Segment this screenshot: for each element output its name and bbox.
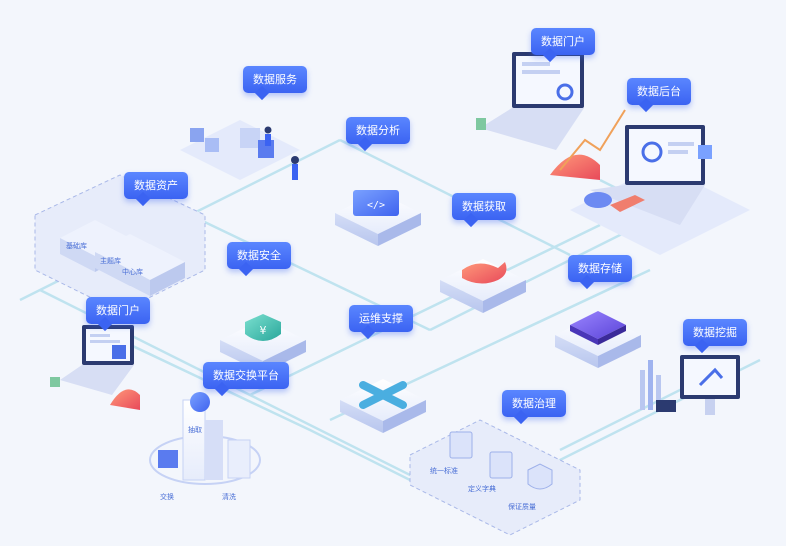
bar-icon bbox=[640, 370, 645, 410]
hand-icon bbox=[462, 262, 507, 284]
governance-unified-standard: 统一标准 bbox=[430, 467, 458, 475]
dictionary-icon bbox=[489, 451, 513, 479]
data-exchange-illustration bbox=[149, 392, 261, 485]
asset-box-3 bbox=[115, 244, 185, 296]
platform-data-storage bbox=[555, 311, 641, 368]
label-data-analysis: 数据分析 bbox=[346, 117, 410, 144]
svg-text:</>: </> bbox=[367, 200, 385, 211]
cube-icon bbox=[698, 145, 712, 159]
label-data-portal-left: 数据门户 bbox=[86, 297, 150, 324]
label-data-acquire: 数据获取 bbox=[452, 193, 516, 220]
code-window-icon bbox=[353, 190, 399, 216]
chart-wave-icon bbox=[550, 154, 600, 180]
exchange-extract: 抽取 bbox=[188, 426, 202, 434]
data-assets-zone bbox=[34, 174, 206, 313]
plant-icon bbox=[50, 377, 60, 387]
cloud-icon bbox=[190, 392, 210, 412]
quality-shield-icon bbox=[527, 463, 553, 490]
bar-icon bbox=[656, 375, 661, 410]
exchange-exchange: 交换 bbox=[160, 493, 174, 501]
data-governance-zone bbox=[409, 419, 581, 536]
person-icon bbox=[264, 126, 272, 134]
exchange-box-icon bbox=[158, 450, 178, 468]
data-mining-illustration bbox=[640, 355, 740, 415]
label-data-governance: 数据治理 bbox=[502, 390, 566, 417]
laptop-backend-illustration bbox=[559, 109, 750, 255]
data-service-illustration bbox=[180, 120, 300, 180]
governance-ensure-quality: 保证质量 bbox=[508, 503, 536, 511]
label-data-exchange: 数据交换平台 bbox=[203, 362, 289, 389]
svg-text:¥: ¥ bbox=[260, 324, 267, 337]
mailbox-icon bbox=[656, 400, 676, 412]
asset-base-db: 基础库 bbox=[66, 242, 87, 250]
platform-data-security: ¥ bbox=[220, 314, 306, 373]
exchange-cleanse: 清洗 bbox=[222, 493, 236, 501]
governance-define-dictionary: 定义字典 bbox=[468, 485, 496, 493]
pie-icon bbox=[584, 192, 612, 208]
tools-icon bbox=[359, 381, 407, 409]
laptop-left-illustration bbox=[50, 325, 140, 410]
platform-data-analysis: </> bbox=[335, 190, 421, 246]
person-icon bbox=[291, 156, 299, 164]
bar-icon bbox=[648, 360, 653, 410]
label-data-backend: 数据后台 bbox=[627, 78, 691, 105]
trend-line-icon bbox=[559, 109, 626, 171]
card-icon bbox=[610, 195, 645, 212]
standard-icon bbox=[449, 431, 473, 459]
label-data-portal-top: 数据门户 bbox=[531, 28, 595, 55]
label-data-security: 数据安全 bbox=[227, 242, 291, 269]
label-data-mining: 数据挖掘 bbox=[683, 319, 747, 346]
label-data-storage: 数据存储 bbox=[568, 255, 632, 282]
plant-icon bbox=[476, 118, 486, 130]
shield-icon bbox=[245, 314, 281, 341]
asset-center-db: 中心库 bbox=[122, 268, 143, 276]
label-data-service: 数据服务 bbox=[243, 66, 307, 93]
platform-data-acquire bbox=[440, 259, 526, 313]
label-ops-support: 运维支撑 bbox=[349, 305, 413, 332]
chart-wave-icon bbox=[110, 389, 140, 410]
label-data-assets: 数据资产 bbox=[124, 172, 188, 199]
asset-theme-db: 主题库 bbox=[100, 257, 121, 265]
platform-ops-support bbox=[340, 379, 426, 433]
laptop-top-illustration bbox=[476, 52, 600, 180]
